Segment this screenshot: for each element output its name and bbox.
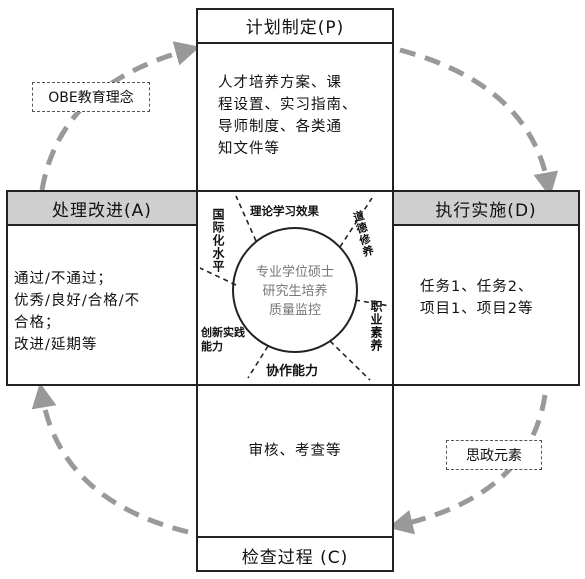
arrow-act-to-plan [39, 41, 201, 191]
sector-professional-quality: 职业素养 [369, 300, 383, 352]
plan-description: 人才培养方案、课 程设置、实习指南、 导师制度、各类通 知文件等 [218, 75, 358, 157]
check-title: 检查过程 (C) [196, 536, 394, 572]
arrow-plan-to-execute [399, 47, 559, 198]
check-description: 审核、考查等 [248, 443, 342, 459]
sizheng-label: 思政元素 [446, 440, 542, 470]
check-box [196, 384, 394, 572]
plan-title: 计划制定(P) [196, 8, 394, 44]
sector-innovation-practice: 创新实践能力 [201, 326, 245, 353]
act-description: 通过/不通过； 优秀/良好/合格/不 合格； 改进/延期等 [14, 271, 141, 353]
execute-title: 执行实施(D) [394, 192, 578, 226]
sector-collaboration: 协作能力 [266, 364, 319, 379]
sector-internationalization: 国际化水平 [211, 208, 225, 273]
sector-theory-learning: 理论学习效果 [250, 204, 319, 218]
arrow-check-to-act [31, 382, 189, 535]
execute-description: 任务1、任务2、 项目1、项目2等 [420, 279, 534, 317]
plan-box [196, 8, 394, 192]
act-title: 处理改进(A) [8, 192, 196, 226]
center-label: 专业学位硕士 研究生培养 质量监控 [255, 265, 334, 318]
obe-label: OBE教育理念 [32, 82, 150, 112]
